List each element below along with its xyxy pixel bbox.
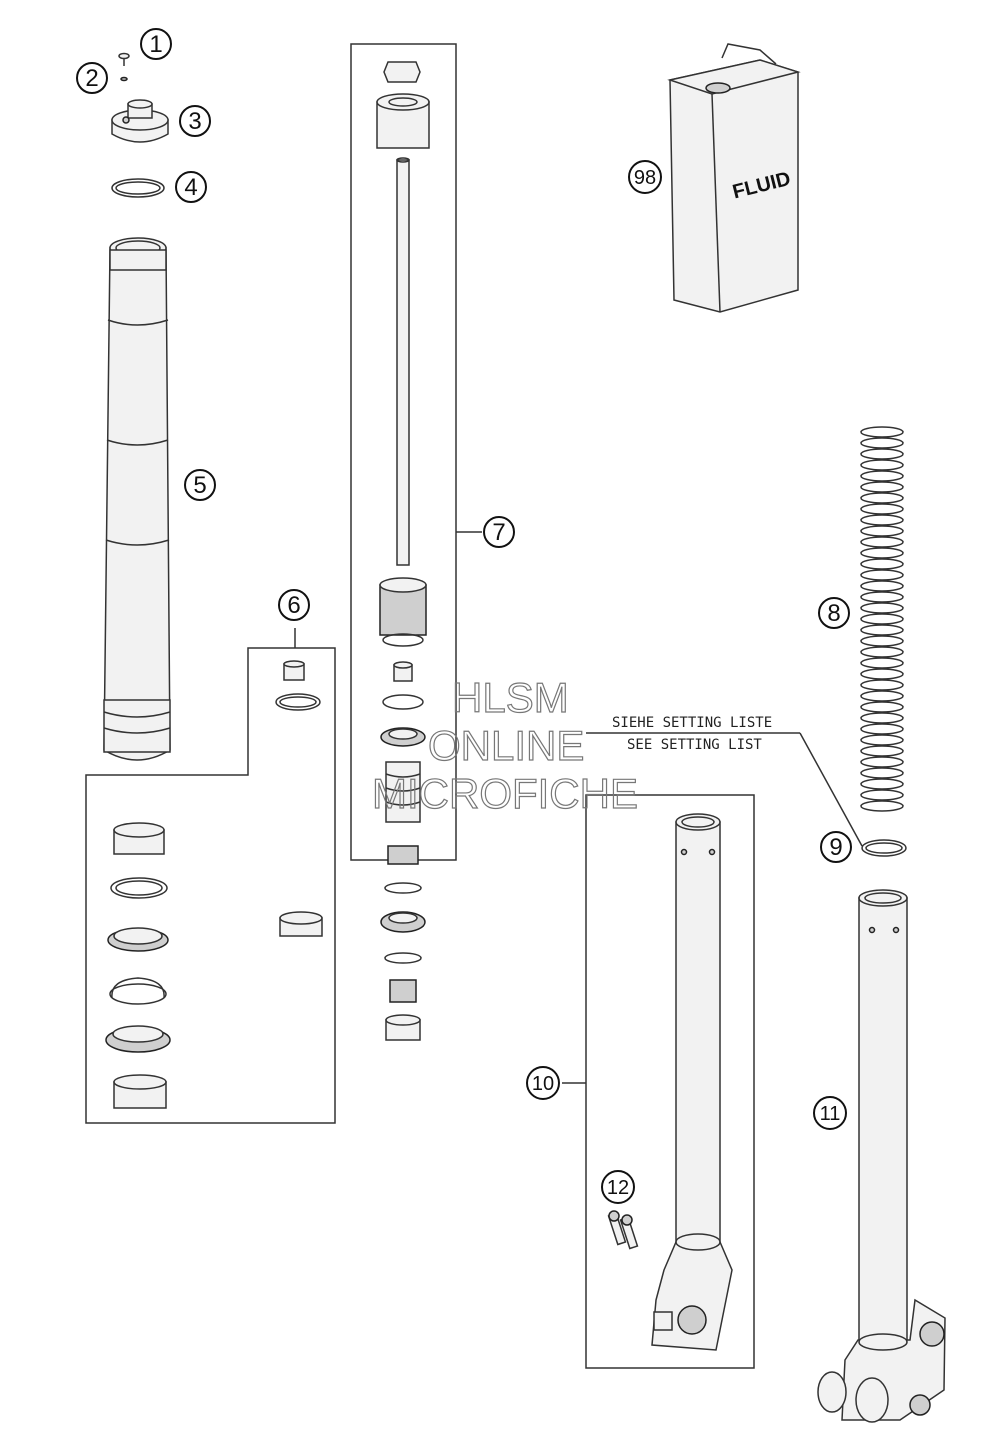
watermark: HLSM ONLINE MICROFICHE <box>371 673 638 817</box>
spring-coil <box>860 679 904 691</box>
watermark-line-2: ONLINE <box>428 722 584 769</box>
callout-2: 2 <box>76 62 108 94</box>
spring-coil <box>860 745 904 757</box>
svg-text:5: 5 <box>193 472 206 499</box>
spring-coil <box>860 470 904 482</box>
spring-coil <box>860 514 904 526</box>
svg-text:11: 11 <box>820 1103 841 1125</box>
spring-coil <box>860 701 904 713</box>
callout-7: 7 <box>483 516 515 548</box>
spring-coil <box>860 503 904 515</box>
spring-coil <box>860 800 904 812</box>
watermark-line-3: MICROFICHE <box>372 770 638 817</box>
callout-12: 12 <box>601 1170 635 1204</box>
spring-coil <box>860 525 904 537</box>
callout-11: 11 <box>813 1096 847 1130</box>
spring-coil <box>860 437 904 449</box>
seal-kit-group <box>85 628 336 1124</box>
note-line-2: SEE SETTING LIST <box>627 737 762 753</box>
watermark-line-1: HLSM <box>452 674 569 721</box>
spring-coil <box>860 690 904 702</box>
note-line-1: SIEHE SETTING LISTE <box>612 715 772 731</box>
spring-coil <box>860 580 904 592</box>
svg-text:4: 4 <box>184 174 197 201</box>
svg-text:12: 12 <box>607 1177 629 1199</box>
retainer-ring-part <box>861 839 907 857</box>
spring-coil <box>860 734 904 746</box>
washer-part <box>120 76 128 82</box>
callout-3: 3 <box>179 105 211 137</box>
fork-cap-part <box>111 99 169 143</box>
svg-text:1: 1 <box>149 31 162 58</box>
spring-coil <box>860 536 904 548</box>
spring-coil <box>860 481 904 493</box>
svg-text:98: 98 <box>634 167 656 189</box>
callout-4: 4 <box>175 171 207 203</box>
spring-coil <box>860 459 904 471</box>
spring-coil <box>860 778 904 790</box>
svg-text:2: 2 <box>85 65 98 92</box>
callout-8: 8 <box>818 597 850 629</box>
spring-coil <box>860 723 904 735</box>
cartridge-group <box>350 43 482 1041</box>
spring-coil <box>860 558 904 570</box>
svg-text:3: 3 <box>188 108 201 135</box>
spring-coil <box>860 613 904 625</box>
svg-text:6: 6 <box>287 592 300 619</box>
callout-98: 98 <box>628 160 662 194</box>
spring-coil <box>860 591 904 603</box>
spring-coil <box>860 756 904 768</box>
outer-tube-part <box>103 237 171 761</box>
spring-coil <box>860 789 904 801</box>
right-fork-leg-part <box>817 889 946 1423</box>
svg-text:10: 10 <box>532 1073 554 1095</box>
callout-1: 1 <box>140 28 172 60</box>
spring-coil <box>860 602 904 614</box>
screw-part <box>118 52 130 66</box>
spring-coil <box>860 426 904 438</box>
spring-coil <box>860 767 904 779</box>
callout-5: 5 <box>184 469 216 501</box>
spring-coil <box>860 624 904 636</box>
spring-coil <box>860 569 904 581</box>
spring-coil <box>860 657 904 669</box>
setting-note: SIEHE SETTING LISTE SEE SETTING LIST <box>586 715 863 847</box>
svg-text:9: 9 <box>829 834 842 861</box>
spring-coil <box>860 547 904 559</box>
fork-spring-part <box>860 426 904 812</box>
spring-coil <box>860 668 904 680</box>
spring-coil <box>860 646 904 658</box>
fluid-can-part: FLUID <box>667 43 801 313</box>
spring-coil <box>860 712 904 724</box>
spring-coil <box>860 492 904 504</box>
callout-10: 10 <box>526 1066 560 1100</box>
svg-text:8: 8 <box>827 600 840 627</box>
axle-screws-part <box>607 1210 639 1250</box>
left-fork-leg-group <box>562 794 755 1369</box>
spring-coil <box>860 448 904 460</box>
callout-6: 6 <box>278 589 310 621</box>
svg-text:7: 7 <box>492 519 505 546</box>
spring-coil <box>860 635 904 647</box>
o-ring-part <box>111 178 165 198</box>
callout-9: 9 <box>820 831 852 863</box>
